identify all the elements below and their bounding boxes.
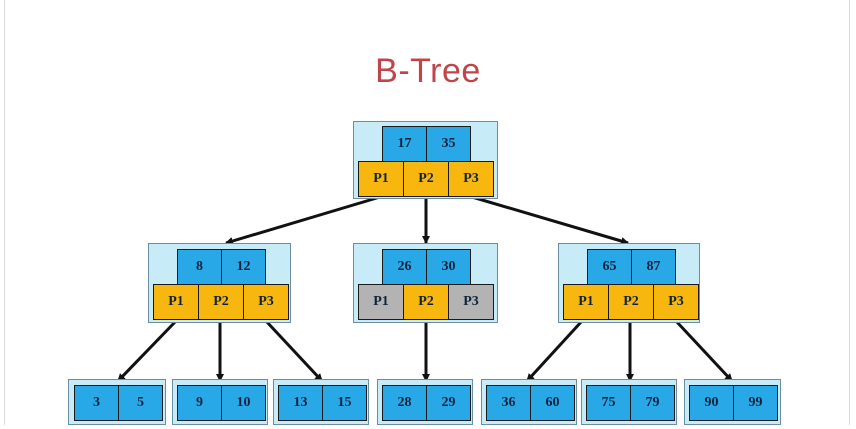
leaf-1-key-1: 3 (74, 385, 119, 421)
leaf-7-key-1: 90 (689, 385, 734, 421)
root-pointer-p2: P2 (403, 161, 449, 197)
leaf-5-key-1: 36 (486, 385, 531, 421)
node-middle-pointer-p3: P3 (448, 284, 494, 320)
edge-left-p3 (264, 319, 324, 383)
node-left-pointer-p3: P3 (243, 284, 289, 320)
root-pointer-p3: P3 (448, 161, 494, 197)
root-pointer-p1: P1 (358, 161, 404, 197)
node-right-pointer-p2: P2 (608, 284, 654, 320)
edge-root-p3 (471, 195, 629, 245)
leaf-6-key-2: 79 (630, 385, 675, 421)
leaf-3-key-2: 15 (322, 385, 367, 421)
node-right-pointer-p3: P3 (653, 284, 699, 320)
node-left-key-2: 12 (221, 249, 266, 285)
edge-left-p1 (116, 319, 178, 383)
leaf-node-3: 13 15 (273, 379, 369, 425)
edge-right-p3 (674, 319, 734, 383)
leaf-3-key-1: 13 (278, 385, 323, 421)
node-middle-key-1: 26 (382, 249, 427, 285)
leaf-node-2: 9 10 (172, 379, 268, 425)
node-left-pointer-p1: P1 (153, 284, 199, 320)
root-key-1: 17 (382, 126, 427, 162)
leaf-node-6: 75 79 (581, 379, 677, 425)
diagram-title: B-Tree (375, 52, 481, 90)
leaf-4-key-2: 29 (426, 385, 471, 421)
slide-frame (4, 0, 850, 425)
node-right-key-2: 87 (631, 249, 676, 285)
leaf-2-key-1: 9 (177, 385, 222, 421)
leaf-node-7: 90 99 (684, 379, 781, 425)
node-right-key-1: 65 (587, 249, 632, 285)
leaf-node-4: 28 29 (377, 379, 473, 425)
edge-right-p1 (525, 319, 584, 383)
root-node: 17 35 P1 P2 P3 (353, 121, 498, 199)
node-right-pointer-p1: P1 (563, 284, 609, 320)
node-middle-pointer-p2: P2 (403, 284, 449, 320)
leaf-6-key-1: 75 (586, 385, 631, 421)
root-key-2: 35 (426, 126, 471, 162)
leaf-4-key-1: 28 (382, 385, 427, 421)
internal-node-middle: 26 30 P1 P2 P3 (353, 243, 498, 323)
edge-root-p1 (225, 195, 381, 245)
node-middle-key-2: 30 (426, 249, 471, 285)
leaf-7-key-2: 99 (733, 385, 778, 421)
leaf-5-key-2: 60 (530, 385, 575, 421)
leaf-2-key-2: 10 (221, 385, 266, 421)
leaf-node-5: 36 60 (481, 379, 577, 425)
node-left-key-1: 8 (177, 249, 222, 285)
leaf-node-1: 3 5 (68, 379, 166, 425)
node-left-pointer-p2: P2 (198, 284, 244, 320)
leaf-1-key-2: 5 (118, 385, 163, 421)
node-middle-pointer-p1: P1 (358, 284, 404, 320)
internal-node-left: 8 12 P1 P2 P3 (148, 243, 291, 323)
internal-node-right: 65 87 P1 P2 P3 (558, 243, 700, 323)
